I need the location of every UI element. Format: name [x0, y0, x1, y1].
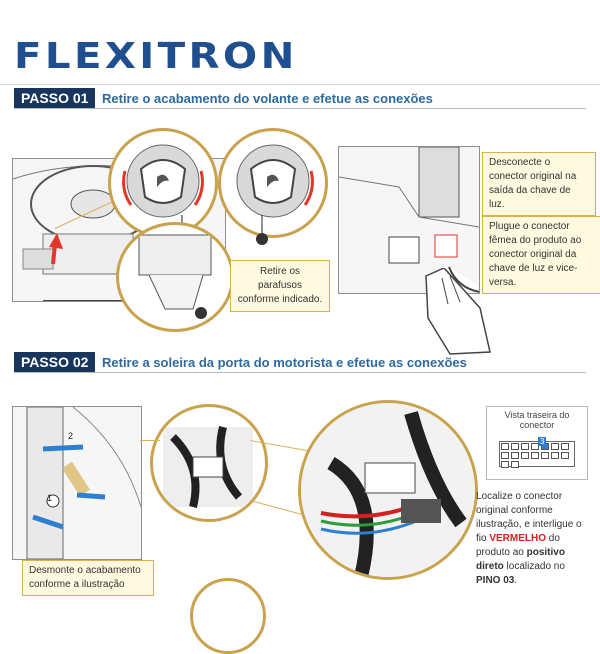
connector-pin-label: 3	[538, 437, 547, 446]
step-1-title: Retire o acabamento do volante e efetue …	[102, 91, 433, 106]
steering-wheel-detail-2	[218, 128, 328, 238]
header-divider	[0, 84, 600, 85]
step-2-badge: PASSO 02	[14, 352, 96, 372]
step-1-screws-caption: Retire os parafusos conforme indicado.	[230, 260, 330, 312]
step-2-rule	[14, 372, 586, 373]
column-screw-detail	[116, 222, 234, 332]
hand-illustration	[425, 268, 491, 355]
wiring-detail-small	[150, 404, 268, 522]
step-2-title: Retire a soleira da porta do motorista e…	[102, 355, 467, 370]
brand-logo: FLEXITRON	[14, 36, 298, 77]
wiring-detail-large	[298, 400, 478, 580]
additional-detail	[190, 578, 266, 654]
ignition-illustration	[338, 146, 480, 294]
step-2-locate-caption: Localize o conector original conforme il…	[476, 491, 582, 586]
callout-line-2	[140, 440, 160, 441]
marker-1: 1	[47, 493, 53, 503]
step-2-remove-trim-caption: Desmonte o acabamento conforme a ilustra…	[22, 560, 154, 596]
connector-diagram: Vista traseira do conector 3	[486, 406, 588, 480]
step-1-disconnect-caption: Desconecte o conector original na saída …	[482, 152, 596, 216]
door-sill-illustration	[12, 406, 142, 560]
step-1-plug-caption: Plugue o conector fêmea do produto ao co…	[482, 216, 600, 294]
connector-title: Vista traseira do conector	[504, 410, 570, 430]
marker-2: 2	[68, 431, 74, 441]
step-1-rule	[14, 108, 586, 109]
connector-pinout	[499, 441, 575, 468]
step-1-badge: PASSO 01	[14, 88, 96, 108]
